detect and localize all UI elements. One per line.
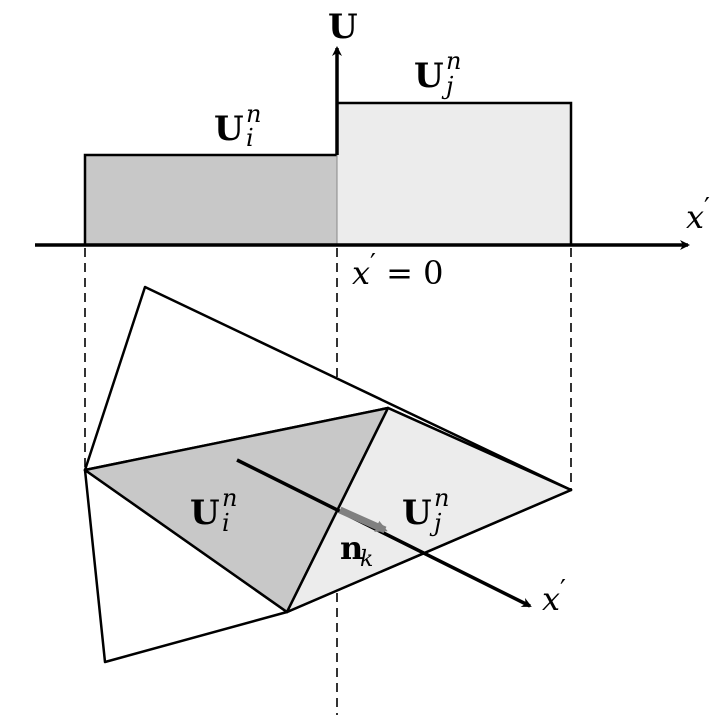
- svg-text:n: n: [434, 484, 449, 512]
- svg-text:n: n: [340, 529, 363, 567]
- left-state-label: U n i: [214, 100, 261, 152]
- normal-label: n k: [340, 529, 373, 572]
- svg-text:i: i: [246, 124, 254, 152]
- left-cell-label: U n i: [190, 484, 237, 537]
- local-x-axis-label: x′: [542, 575, 566, 618]
- left-state-outline: [83, 153, 337, 245]
- svg-text:U: U: [214, 109, 244, 149]
- svg-text:U: U: [190, 493, 220, 533]
- svg-text:n: n: [446, 47, 461, 75]
- u-axis-label: U: [328, 7, 358, 47]
- svg-text:U: U: [402, 493, 432, 533]
- left-state-block: [85, 155, 337, 245]
- svg-text:n: n: [246, 100, 261, 128]
- right-state-label: U n j: [414, 47, 461, 100]
- normal-vector: [338, 506, 388, 534]
- svg-text:n: n: [222, 484, 237, 512]
- svg-text:k: k: [360, 547, 373, 572]
- right-state-outline: [337, 101, 573, 245]
- origin-label: x′ = 0: [352, 249, 443, 292]
- right-state-block: [337, 103, 571, 245]
- x-axis-label-top: x′: [686, 193, 710, 236]
- svg-text:i: i: [222, 509, 230, 537]
- svg-text:U: U: [414, 56, 444, 96]
